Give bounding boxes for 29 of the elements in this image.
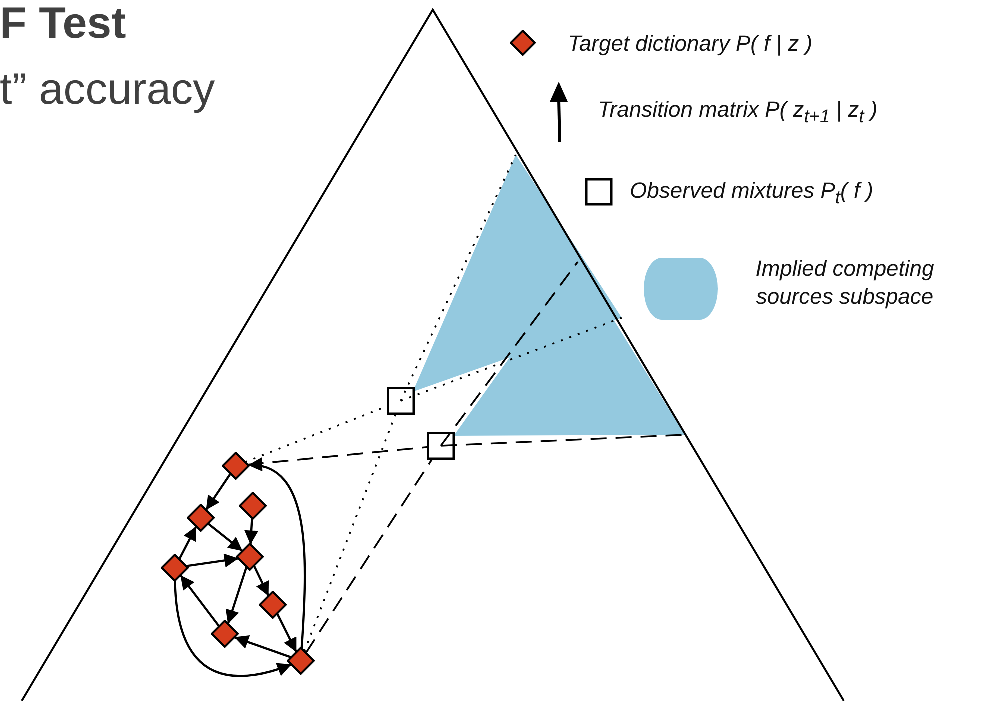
arrow	[205, 473, 232, 511]
arrow	[276, 613, 298, 653]
subheading-text: t” accuracy	[0, 66, 216, 114]
diamond-marker	[161, 554, 189, 582]
dashed-line	[305, 458, 434, 654]
legend-label: Transition matrix P( z$_{t+1}$ | z$_{t}$ )	[598, 96, 878, 128]
diamond-marker	[236, 543, 264, 571]
arrow	[253, 565, 270, 597]
legend-label: Observed mixtures P$_{t}$( f )	[630, 177, 874, 210]
legend-label: Target dictionary P( f | z )	[568, 30, 813, 58]
arrow	[226, 566, 248, 625]
diamond-marker	[222, 452, 250, 480]
legend-label: Implied competing sources subspace	[754, 255, 936, 310]
diamond-marker	[187, 504, 215, 532]
arrow	[208, 522, 244, 552]
arrow	[186, 554, 239, 568]
dashed-line	[304, 414, 397, 652]
arrow	[174, 580, 292, 678]
arrow	[180, 574, 220, 628]
diamond-marker	[287, 647, 315, 675]
arrow	[178, 526, 198, 560]
arrow	[248, 460, 306, 649]
diamond-marker	[239, 492, 267, 520]
arrow	[234, 636, 292, 659]
diamond-marker	[259, 591, 287, 619]
heading-text: F Test	[0, 0, 126, 48]
dashed-line	[248, 446, 428, 466]
diamond-marker	[211, 620, 239, 648]
arrow	[244, 518, 259, 545]
